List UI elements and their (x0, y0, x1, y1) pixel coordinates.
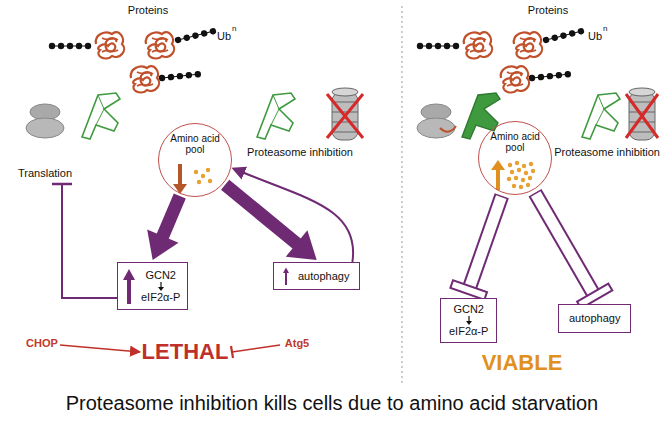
circle-label: Amino acid pool (169, 133, 221, 155)
box-label: GCN2 (145, 269, 176, 282)
box-label: eIF2α-P (141, 291, 180, 304)
text-column: GCN2 eIF2α-P (141, 269, 180, 304)
up-arrow-icon (122, 266, 136, 306)
thick-arrow-shaft (225, 185, 298, 245)
down-arrow-icon (157, 282, 165, 291)
annotation-label: Ub (217, 30, 231, 43)
annotation-label: Proteasome inhibition (247, 146, 353, 159)
figure-caption: Proteasome inhibition kills cells due to… (0, 391, 664, 415)
annotation-label: Proteasome inhibition (554, 146, 660, 159)
pathway-box: GCN2 eIF2α-P (440, 298, 497, 343)
amino-acid-pool-circle: Amino acid pool (158, 123, 232, 197)
inhibition-outline (469, 196, 502, 290)
annotation-label: Ub (588, 30, 602, 43)
arrow-shaft (127, 278, 131, 304)
annotation-label: Proteins (128, 4, 168, 17)
amino-acid-pool-circle: Amino acid pool (478, 121, 552, 195)
annotation-label: LETHAL (142, 339, 229, 364)
down-arrow-icon (465, 316, 473, 325)
connector (147, 196, 180, 260)
annotation-label: CHOP (26, 337, 58, 350)
arrow-head (466, 321, 472, 325)
inhibition-outline (535, 193, 595, 296)
annotation-label: Proteins (528, 4, 568, 17)
box-label: autophagy (298, 270, 349, 283)
thick-arrow-head (147, 229, 178, 260)
thick-arrow-shaft (162, 196, 180, 238)
up-arrow-icon (279, 266, 293, 286)
connector (450, 196, 501, 300)
annotation-label: n (603, 24, 607, 33)
box-label: autophagy (569, 312, 620, 325)
pathway-box: autophagy (558, 304, 631, 333)
annotation-label: VIABLE (482, 350, 563, 375)
annotation-label: Atg5 (285, 337, 309, 350)
arrow-head (283, 268, 289, 274)
pathway-box: autophagy (273, 262, 360, 290)
inhibition-inner (469, 197, 502, 290)
connector (234, 169, 353, 262)
inhibition-inner (536, 194, 595, 296)
connector (535, 193, 612, 309)
circle-label: Amino acid pool (489, 131, 541, 153)
arrow-shaft (285, 272, 287, 285)
arrow-head (158, 287, 164, 291)
box-label: GCN2 (453, 303, 484, 316)
feedback-arrow (234, 169, 353, 262)
text-column: GCN2 eIF2α-P (449, 303, 488, 338)
box-label: eIF2α-P (449, 325, 488, 338)
annotation-label: Translation (18, 167, 72, 180)
pathway-box: GCN2 eIF2α-P (117, 262, 188, 310)
arrow-head (123, 269, 135, 280)
annotation-label: n (232, 24, 236, 33)
thick-arrow-head (286, 230, 317, 260)
inhibition-bar (450, 280, 487, 299)
